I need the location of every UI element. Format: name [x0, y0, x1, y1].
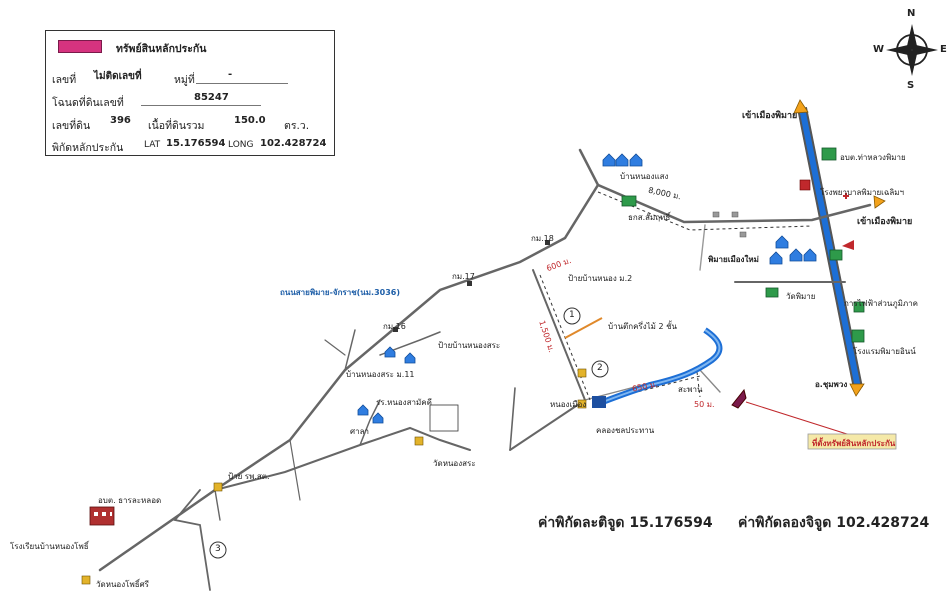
- label-property: ที่ตั้งทรัพย์สินหลักประกัน: [812, 439, 896, 448]
- compass-e: E: [940, 44, 947, 55]
- label-distance-50: 50 ม.: [694, 400, 715, 409]
- label-electric: การไฟฟ้าส่วนภูมิภาค: [844, 299, 918, 308]
- label-canal: คลองชลประทาน: [596, 426, 655, 435]
- label-bank: ธกส.สัมฤทธิ์: [628, 213, 671, 222]
- label-road-name: ถนนสายพิมาย-จักราช(นม.3036): [280, 288, 400, 297]
- property-marker: [731, 388, 747, 409]
- canal: [592, 327, 723, 408]
- compass-n: N: [907, 8, 916, 19]
- land-no-value: 396: [110, 115, 131, 126]
- red-icons: [799, 179, 854, 250]
- label-to-chumphuang: อ.ชุมพวง: [815, 380, 848, 389]
- deed-value: 85247: [194, 92, 229, 103]
- label-clinic: ป้าย รพ.สต.: [228, 472, 270, 481]
- school-building: [89, 506, 115, 526]
- latitude-text: ค่าพิกัดละติจูด 15.176594: [538, 515, 713, 531]
- property-pointer: [745, 401, 851, 436]
- lat-value: 15.176594: [166, 138, 226, 149]
- marker-3: 3: [215, 544, 221, 554]
- long-value: 102.428724: [260, 138, 327, 149]
- label-to-phimai-mid: เข้าเมืองพิมาย: [857, 217, 913, 227]
- house-no-label: เลขที่: [52, 74, 77, 86]
- label-wat-nong: วัดหนองสระ: [433, 459, 476, 468]
- deed-underline: [141, 105, 261, 106]
- house-no-value: ไม่ติดเลขที่: [94, 71, 142, 82]
- mini-buildings: [712, 211, 747, 238]
- label-ban-nongkhanak: ป้ายบ้านหนอง ม.2: [568, 274, 633, 283]
- long-label: LONG: [228, 140, 254, 150]
- label-tambon-office: อบต. ธารละหลอด: [98, 496, 162, 505]
- deed-label: โฉนดที่ดินเลขที่: [52, 97, 124, 109]
- label-wat-far: วัดหนองโพธิ์ศรี: [96, 580, 149, 589]
- compass-w: W: [873, 44, 885, 55]
- area-unit: ตร.ว.: [284, 120, 310, 132]
- building-icons: [621, 147, 865, 343]
- moo-label: หมู่ที่: [174, 74, 195, 86]
- moo-value: -: [228, 69, 233, 80]
- label-to-phimai-top: เข้าเมืองพิมาย: [742, 111, 798, 121]
- marker-2: 2: [597, 363, 603, 373]
- moo-underline: [196, 83, 288, 84]
- label-school: รร.หนองสามัคคี: [376, 398, 432, 407]
- area-label: เนื้อที่ดินรวม: [148, 120, 205, 132]
- label-bridge: สะพาน: [678, 385, 703, 394]
- label-km18: กม.18: [531, 234, 554, 243]
- marker-circles: [209, 307, 609, 559]
- yellow-icons: [81, 368, 587, 585]
- marker-1: 1: [569, 310, 575, 320]
- label-hotel: โรงแรมพิมายอินน์: [853, 347, 916, 356]
- coord-label: พิกัดหลักประกัน: [52, 142, 124, 154]
- compass-rose: [886, 24, 938, 76]
- highway-arrows: [793, 99, 886, 397]
- school-fence: [429, 404, 459, 432]
- lat-label: LAT: [144, 140, 161, 150]
- label-nongsa-moo11: บ้านหนองสระ ม.11: [346, 370, 415, 379]
- legend-label: ทรัพย์สินหลักประกัน: [116, 43, 207, 55]
- label-sign-nongsa: ป้ายบ้านหนองสระ: [438, 341, 501, 350]
- longitude-text: ค่าพิกัดลองจิจูด 102.428724: [738, 515, 930, 531]
- property-info-box: ทรัพย์สินหลักประกัน เลขที่ ไม่ติดเลขที่ …: [45, 30, 335, 156]
- label-km17: กม.17: [452, 272, 475, 281]
- km-ticks: [393, 240, 550, 332]
- label-city-hall: อบต.ท่าหลวงพิมาย: [840, 153, 906, 162]
- house-icons: [357, 153, 817, 424]
- label-wat: วัดพิมาย: [786, 292, 816, 301]
- area-value: 150.0: [234, 115, 266, 126]
- highway: [797, 107, 863, 389]
- compass-s: S: [907, 80, 915, 91]
- label-house-2floor: บ้านตึกครึ่งไม้ 2 ชั้น: [608, 322, 678, 331]
- legend-swatch: [58, 40, 102, 53]
- label-sala: ศาลา: [350, 427, 369, 436]
- land-no-label: เลขที่ดิน: [52, 120, 91, 132]
- label-ban-nongsa: หนองเมือง: [550, 400, 587, 409]
- label-hospital: โรงพยาบาลพิมายเฉลิมฯ: [820, 188, 905, 197]
- label-ban-chum: บ้านหนองแสง: [620, 172, 669, 181]
- property-label-box: [807, 433, 897, 450]
- label-school-far: โรงเรียนบ้านหนองโพธิ์: [10, 542, 89, 551]
- label-phimai-new: พิมายเมืองใหม่: [708, 255, 759, 264]
- label-km16: กม.16: [383, 322, 406, 331]
- side-road: [564, 317, 603, 339]
